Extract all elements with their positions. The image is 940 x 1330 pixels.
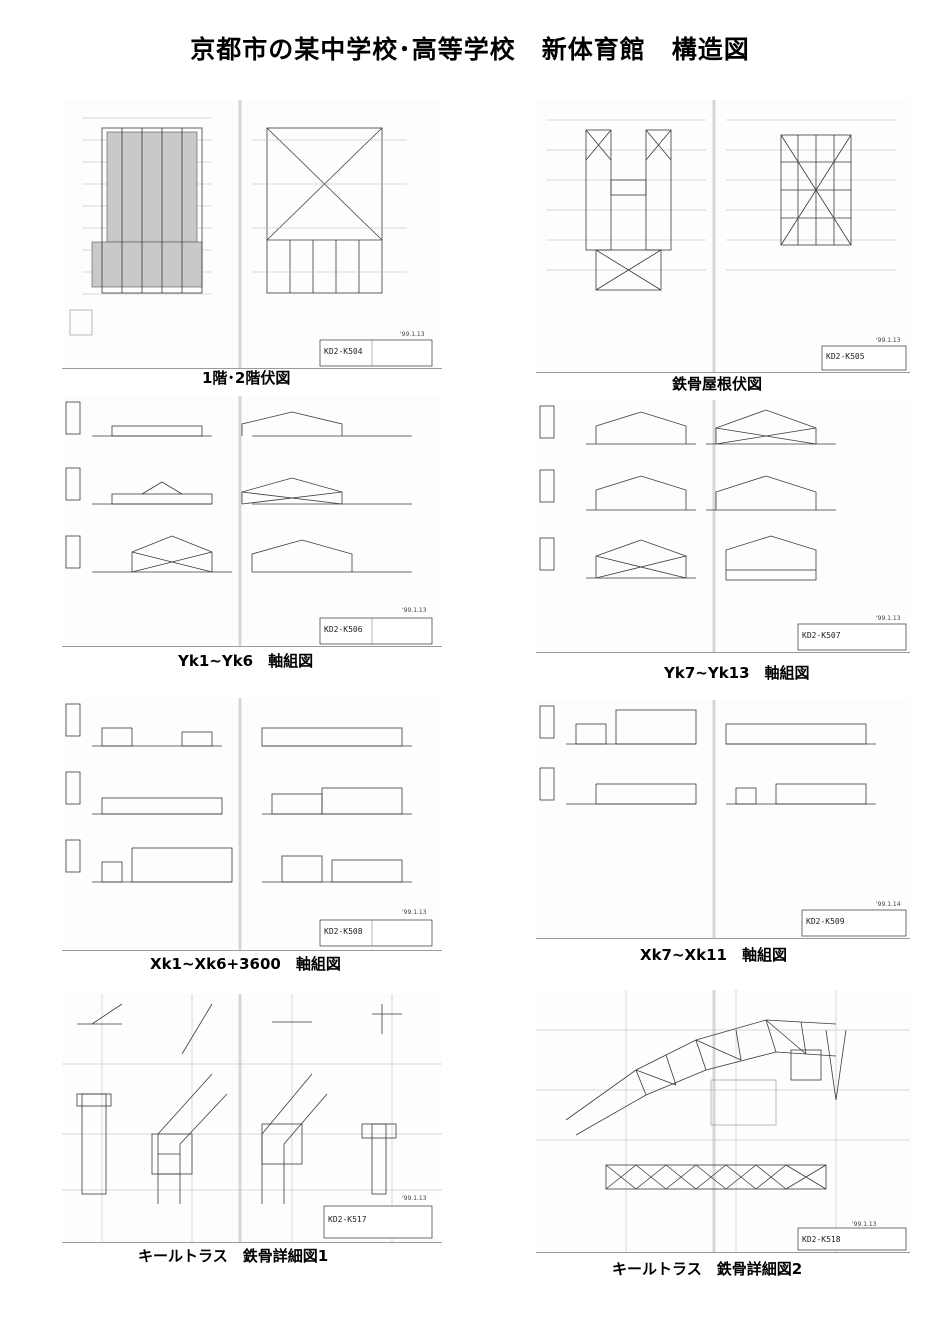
drawing-number: KD2-K508 <box>324 927 363 936</box>
sheet-date: '99.1.13 <box>402 909 427 916</box>
drawing-number: KD2-K509 <box>806 917 845 926</box>
title-block <box>821 345 907 371</box>
sheet-caption: Xk1~Xk6+3600 軸組図 <box>150 955 341 973</box>
framing-plan-drawing: '99.1.13 KD2-K504 <box>69 100 433 368</box>
title-block <box>323 1205 433 1239</box>
sheet-caption: キールトラス 鉄骨詳細図1 <box>138 1247 329 1265</box>
drawing-number: KD2-K518 <box>802 1235 841 1244</box>
sheet-caption: キールトラス 鉄骨詳細図2 <box>612 1260 803 1278</box>
drawing-sheet-k505: '99.1.13 KD2-K505 <box>536 100 910 373</box>
drawing-number: KD2-K507 <box>802 631 841 640</box>
sheet-caption: 1階･2階伏図 <box>202 369 291 387</box>
title-block <box>319 339 433 367</box>
frame-elevation-drawing: '99.1.13 KD2-K507 <box>539 400 907 652</box>
title-block <box>797 1227 907 1251</box>
sheet-date: '99.1.13 <box>876 615 901 622</box>
drawing-number: KD2-K505 <box>826 352 865 361</box>
drawing-sheet-k518: '99.1.13 KD2-K518 <box>536 990 910 1253</box>
sheet-date: '99.1.13 <box>852 1221 877 1228</box>
sheet-date: '99.1.13 <box>402 1195 427 1202</box>
title-block <box>319 919 433 947</box>
frame-elevation-drawing: '99.1.13 KD2-K506 <box>65 396 433 646</box>
drawing-sheet-k509: '99.1.14 KD2-K509 <box>536 700 910 939</box>
sheet-caption: 鉄骨屋根伏図 <box>672 375 763 393</box>
drawing-sheet-k508: '99.1.13 KD2-K508 <box>62 698 442 951</box>
drawing-sheet-k504: '99.1.13 KD2-K504 <box>62 100 442 369</box>
drawing-sheet-k506: '99.1.13 KD2-K506 <box>62 396 442 647</box>
page-title: 京都市の某中学校･高等学校 新体育館 構造図 <box>190 35 750 64</box>
sheet-caption: Yk1~Yk6 軸組図 <box>178 652 314 670</box>
drawing-number: KD2-K504 <box>324 347 363 356</box>
title-block <box>797 623 907 651</box>
drawing-number: KD2-K506 <box>324 625 363 634</box>
title-block <box>319 617 433 645</box>
drawing-sheet-k507: '99.1.13 KD2-K507 <box>536 400 910 653</box>
frame-elevation-drawing: '99.1.13 KD2-K508 <box>65 698 433 950</box>
truss-detail-drawing: '99.1.13 KD2-K518 <box>536 990 910 1252</box>
drawing-number: KD2-K517 <box>328 1215 367 1224</box>
frame-elevation-drawing: '99.1.14 KD2-K509 <box>539 700 907 938</box>
sheet-caption: Yk7~Yk13 軸組図 <box>664 664 810 682</box>
sheet-caption: Xk7~Xk11 軸組図 <box>640 946 787 964</box>
sheet-date: '99.1.13 <box>876 337 901 344</box>
sheet-date: '99.1.13 <box>400 331 425 338</box>
truss-detail-drawing: '99.1.13 KD2-K517 <box>62 994 442 1242</box>
sheet-date: '99.1.14 <box>876 901 901 908</box>
sheet-date: '99.1.13 <box>402 607 427 614</box>
title-block <box>801 909 907 937</box>
drawing-sheet-k517: '99.1.13 KD2-K517 <box>62 994 442 1243</box>
roof-plan-drawing: '99.1.13 KD2-K505 <box>546 100 907 372</box>
